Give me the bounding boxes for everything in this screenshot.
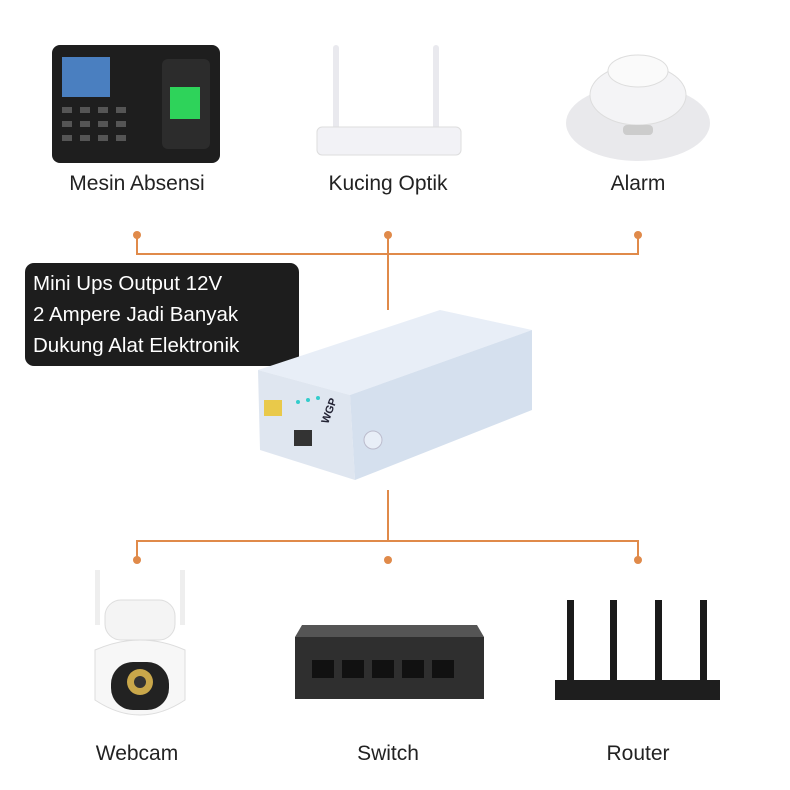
fingerprint-attendance-machine-icon bbox=[52, 45, 220, 163]
device-label-kucing-optik: Kucing Optik bbox=[328, 172, 448, 195]
caption-line: Mini Ups Output 12V bbox=[33, 272, 223, 295]
caption-line: 2 Ampere Jadi Banyak bbox=[33, 303, 239, 326]
product-caption: Mini Ups Output 12V 2 Ampere Jadi Banyak… bbox=[25, 263, 299, 366]
connector-dot bbox=[634, 556, 642, 564]
connector-dot bbox=[133, 231, 141, 239]
top-connector bbox=[136, 235, 639, 310]
bottom-connector bbox=[136, 490, 639, 560]
router-antenna-icon bbox=[555, 600, 720, 700]
wifi-router-modem-icon bbox=[316, 45, 462, 156]
device-label-webcam: Webcam bbox=[95, 742, 179, 765]
caption-line: Dukung Alat Elektronik bbox=[33, 334, 240, 357]
device-label-switch: Switch bbox=[357, 742, 419, 765]
connector-dot bbox=[384, 556, 392, 564]
connector-dot bbox=[133, 556, 141, 564]
device-label-router: Router bbox=[606, 742, 670, 765]
security-camera-icon bbox=[94, 570, 186, 716]
network-switch-icon bbox=[295, 625, 484, 699]
smoke-alarm-icon bbox=[566, 54, 710, 161]
mini-ups-icon: WGP bbox=[258, 310, 532, 480]
device-label-mesin-absensi: Mesin Absensi bbox=[69, 172, 205, 195]
device-label-alarm: Alarm bbox=[610, 172, 666, 195]
connector-dot bbox=[634, 231, 642, 239]
connector-dot bbox=[384, 231, 392, 239]
